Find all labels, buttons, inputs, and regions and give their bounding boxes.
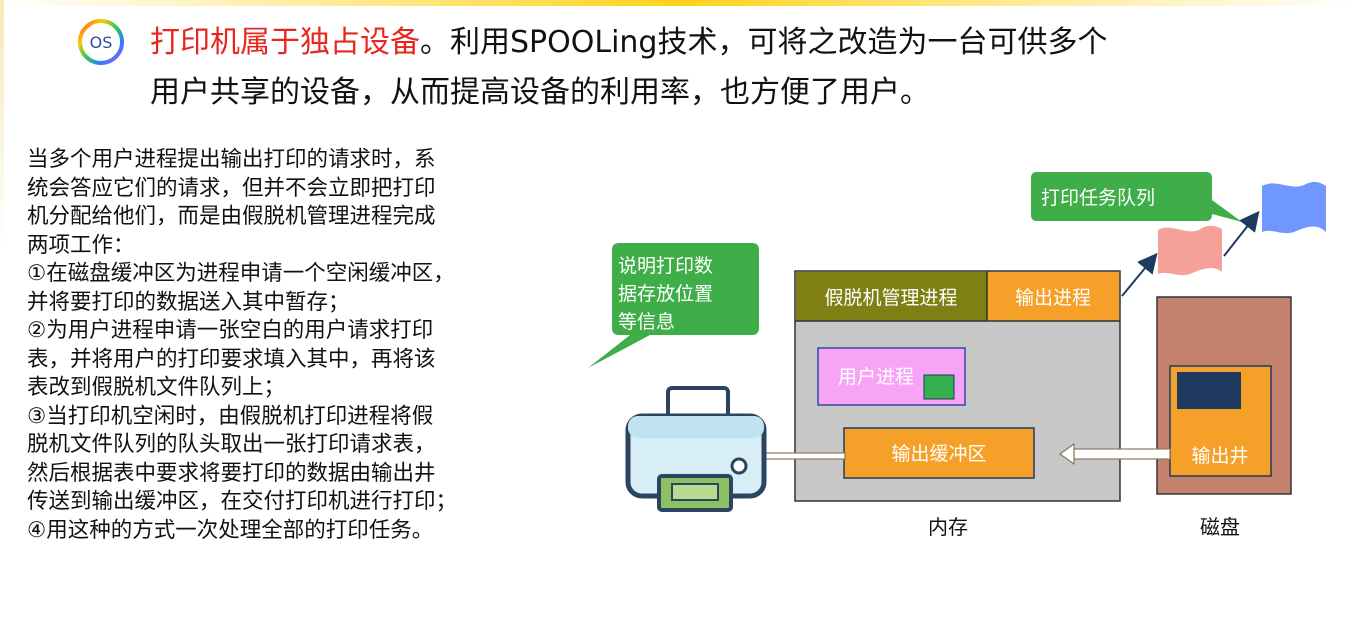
title-line-1: 打印机属于独占设备。利用SPOOLing技术，可将之改造为一台可供多个 (150, 18, 1300, 68)
os-logo-icon: OS (78, 19, 124, 65)
callout-line-2: 据存放位置 (618, 283, 713, 305)
printer-icon (625, 386, 767, 512)
user-process-label: 用户进程 (838, 366, 914, 388)
desc-line: 并将要打印的数据送入其中暂存； (27, 289, 350, 315)
printer-to-buffer-line (761, 452, 846, 460)
description-text: 当多个用户进程提出输出打印的请求时，系 统会答应它们的请求，但并不会立即把打印 … (27, 146, 607, 545)
blue-flag-icon (1262, 181, 1326, 234)
desc-line: 表，并将用户的打印要求填入其中，再将该 (27, 346, 436, 372)
memory-box: 假脱机管理进程 输出进程 用户进程 输出缓冲区 (794, 270, 1121, 502)
desc-line: ④用这种的方式一次处理全部的打印任务。 (27, 517, 434, 543)
desc-line: 当多个用户进程提出输出打印的请求时，系 (27, 147, 436, 172)
output-process-label: 输出进程 (1015, 287, 1091, 309)
info-callout: 说明打印数 据存放位置 等信息 (588, 243, 759, 368)
title-line-2: 用户共享的设备，从而提高设备的利用率，也方便了用户。 (150, 75, 930, 110)
desc-line: 传送到输出缓冲区，在交付打印机进行打印； (27, 489, 458, 514)
desc-line: ①在磁盘缓冲区为进程申请一个空闲缓冲区， (27, 261, 455, 286)
title-highlight: 打印机属于独占设备 (150, 25, 420, 60)
desc-line: 然后根据表中要求将要打印的数据由输出井 (27, 460, 436, 486)
output-well-label: 输出井 (1191, 445, 1248, 467)
output-buffer-label: 输出缓冲区 (891, 443, 986, 465)
desc-line: 脱机文件队列的队头取出一张打印请求表， (27, 432, 436, 457)
spool-manager-label: 假脱机管理进程 (824, 287, 957, 309)
title-rest: 。利用SPOOLing技术，可将之改造为一台可供多个 (420, 25, 1108, 60)
callout-line-1: 说明打印数 (618, 255, 713, 277)
desc-line: 两项工作： (27, 232, 135, 258)
left-accent-edge (0, 0, 4, 629)
disk-label: 磁盘 (1200, 515, 1240, 539)
desc-line: 表改到假脱机文件队列上； (27, 375, 286, 400)
desc-line: 统会答应它们的请求，但并不会立即把打印 (27, 175, 436, 201)
print-queue-label: 打印任务队列 (1041, 187, 1155, 209)
callout-line-3: 等信息 (618, 311, 675, 333)
arrow-between-flags (1223, 210, 1260, 257)
desc-line: ②为用户进程申请一张空白的用户请求打印 (27, 318, 434, 343)
memory-label: 内存 (928, 515, 968, 539)
disk-box: 输出井 (1156, 296, 1292, 495)
top-accent-bar (0, 0, 1358, 6)
print-queue-callout: 打印任务队列 (1031, 172, 1242, 222)
page-title: 打印机属于独占设备。利用SPOOLing技术，可将之改造为一台可供多个 用户共享… (150, 18, 1300, 118)
pink-flag-icon (1158, 225, 1222, 276)
arrow-to-queue (1121, 252, 1158, 297)
desc-line: 机分配给他们，而是由假脱机管理进程完成 (27, 204, 436, 229)
os-logo-text: OS (90, 33, 113, 52)
desc-line: ③当打印机空闲时，由假脱机打印进程将假 (27, 403, 434, 429)
well-to-buffer-arrow (1058, 442, 1171, 466)
